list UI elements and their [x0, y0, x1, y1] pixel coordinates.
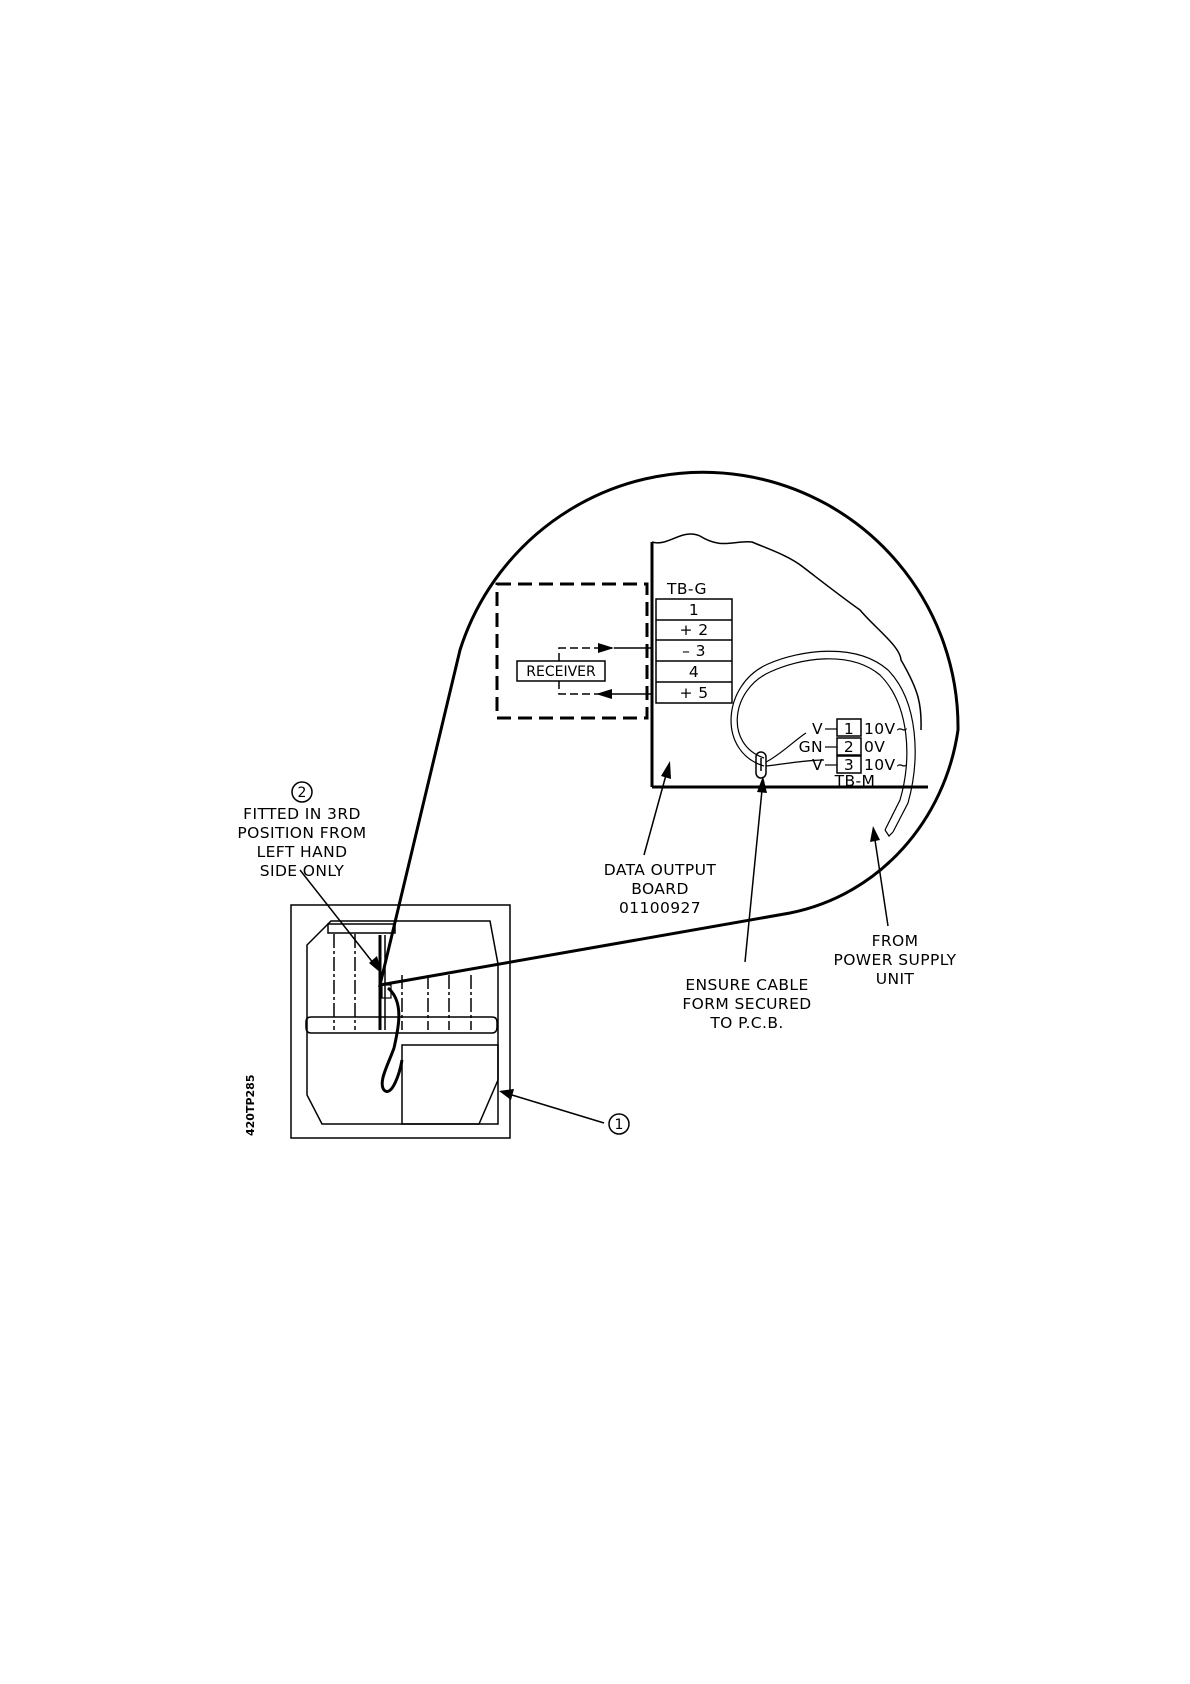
terminal-block-tb-g: TB-G 1 + 2 – 3 4 + 5	[656, 580, 732, 703]
svg-text:ENSURE CABLE: ENSURE CABLE	[685, 976, 808, 994]
svg-text:2: 2	[298, 785, 307, 801]
leader-lines	[300, 761, 888, 1123]
svg-text:FROM: FROM	[872, 932, 919, 950]
power-supply-label: FROM POWER SUPPLY UNIT	[833, 932, 956, 988]
signal-arrow-in	[596, 689, 612, 699]
cable-form	[731, 651, 915, 836]
signal-arrow-out	[598, 643, 614, 653]
item2-note: FITTED IN 3RD POSITION FROM LEFT HAND SI…	[237, 805, 366, 880]
tb-m-voltage: 0V	[864, 738, 885, 756]
svg-text:POWER SUPPLY: POWER SUPPLY	[833, 951, 956, 969]
terminal-block-tb-m: V 1 10V~ GN 2 0V V 3 10V~ TB-M	[799, 719, 909, 790]
receiver-assembly: RECEIVER	[497, 584, 652, 718]
svg-text:SIDE ONLY: SIDE ONLY	[260, 862, 345, 880]
tb-g-row: + 5	[680, 684, 709, 702]
svg-text:1: 1	[615, 1117, 624, 1133]
tb-g-row: 1	[689, 601, 699, 619]
tb-m-voltage: 10V~	[864, 720, 909, 738]
tb-m-wire: V	[812, 756, 823, 774]
tb-g-row: 4	[689, 663, 699, 681]
tb-g-label: TB-G	[666, 580, 707, 598]
svg-text:BOARD: BOARD	[631, 880, 689, 898]
svg-text:UNIT: UNIT	[876, 970, 915, 988]
callout-item-1: 1	[609, 1114, 629, 1134]
tb-g-row: – 3	[682, 642, 706, 660]
data-output-board-label: DATA OUTPUT BOARD 01100927	[604, 861, 717, 917]
drawing-code: 420TP285	[244, 1075, 257, 1137]
tb-m-label: TB-M	[834, 772, 876, 790]
svg-text:FORM SECURED: FORM SECURED	[682, 995, 811, 1013]
svg-text:POSITION FROM: POSITION FROM	[237, 824, 366, 842]
cable-form-note: ENSURE CABLE FORM SECURED TO P.C.B.	[682, 976, 811, 1032]
tb-m-wire: GN	[799, 738, 823, 756]
equipment-cabinet	[291, 905, 510, 1138]
tb-m-terminal: 1	[844, 720, 854, 738]
tb-g-row: + 2	[680, 621, 709, 639]
tb-m-terminal: 2	[844, 738, 854, 756]
receiver-label: RECEIVER	[526, 664, 596, 680]
svg-text:LEFT HAND: LEFT HAND	[257, 843, 348, 861]
callout-item-2: 2	[292, 782, 312, 802]
svg-text:01100927: 01100927	[619, 899, 701, 917]
svg-text:FITTED IN 3RD: FITTED IN 3RD	[243, 805, 361, 823]
tb-m-wire: V	[812, 720, 823, 738]
svg-text:TO P.C.B.: TO P.C.B.	[709, 1014, 783, 1032]
svg-text:DATA OUTPUT: DATA OUTPUT	[604, 861, 717, 879]
